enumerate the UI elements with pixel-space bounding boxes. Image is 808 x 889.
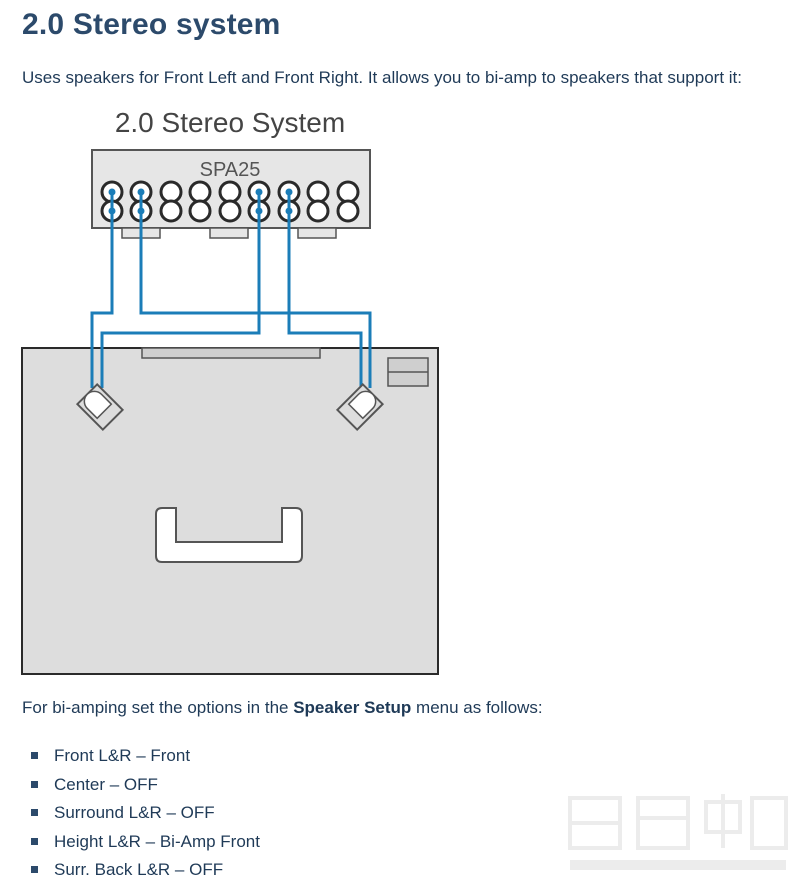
wire-connection-dot [108,188,116,196]
wire-connection-dot [137,188,145,196]
wire-connection-dot [255,207,263,215]
speaker-wire [287,192,363,388]
wire-connection-dot [108,207,116,215]
speaker-wire [90,192,114,388]
tv-screen [141,347,321,359]
amplifier: SPA25 [91,149,371,239]
wire-connection-dot [137,207,145,215]
terminal-post [336,199,360,223]
intro-text: Uses speakers for Front Left and Front R… [22,68,743,87]
stereo-system-diagram: 2.0 Stereo System SPA25 [21,107,439,675]
speaker-wires [90,188,372,388]
list-item: Front L&R – Front [28,742,260,771]
terminal-post [336,180,360,204]
wire-connection-dot [255,188,263,196]
terminal-post [188,180,212,204]
terminal-post [218,199,242,223]
speaker-setup-menu-name: Speaker Setup [293,698,412,717]
setup-instruction: For bi-amping set the options in the Spe… [22,698,543,717]
terminal-post [159,180,183,204]
list-item: Surround L&R – OFF [28,799,260,828]
front-right-speaker [335,382,385,432]
speaker-wire [100,192,261,388]
wire-connection-dot [285,188,293,196]
list-item: Center – OFF [28,771,260,800]
sofa [155,507,303,563]
watermark-logo [568,794,788,870]
terminal-post [306,180,330,204]
front-left-speaker [75,382,125,432]
list-item: Height L&R – Bi-Amp Front [28,828,260,857]
amplifier-label: SPA25 [200,159,261,181]
terminal-post [306,199,330,223]
page-title: 2.0 Stereo system [22,8,281,41]
wire-connection-dot [285,207,293,215]
list-item: Surr. Back L&R – OFF [28,856,260,885]
speaker-wire [139,192,372,388]
terminal-post [188,199,212,223]
speaker-setup-options: Front L&R – Front Center – OFF Surround … [28,742,260,885]
terminal-post [159,199,183,223]
terminal-post [218,180,242,204]
diagram-caption: 2.0 Stereo System [115,107,345,138]
